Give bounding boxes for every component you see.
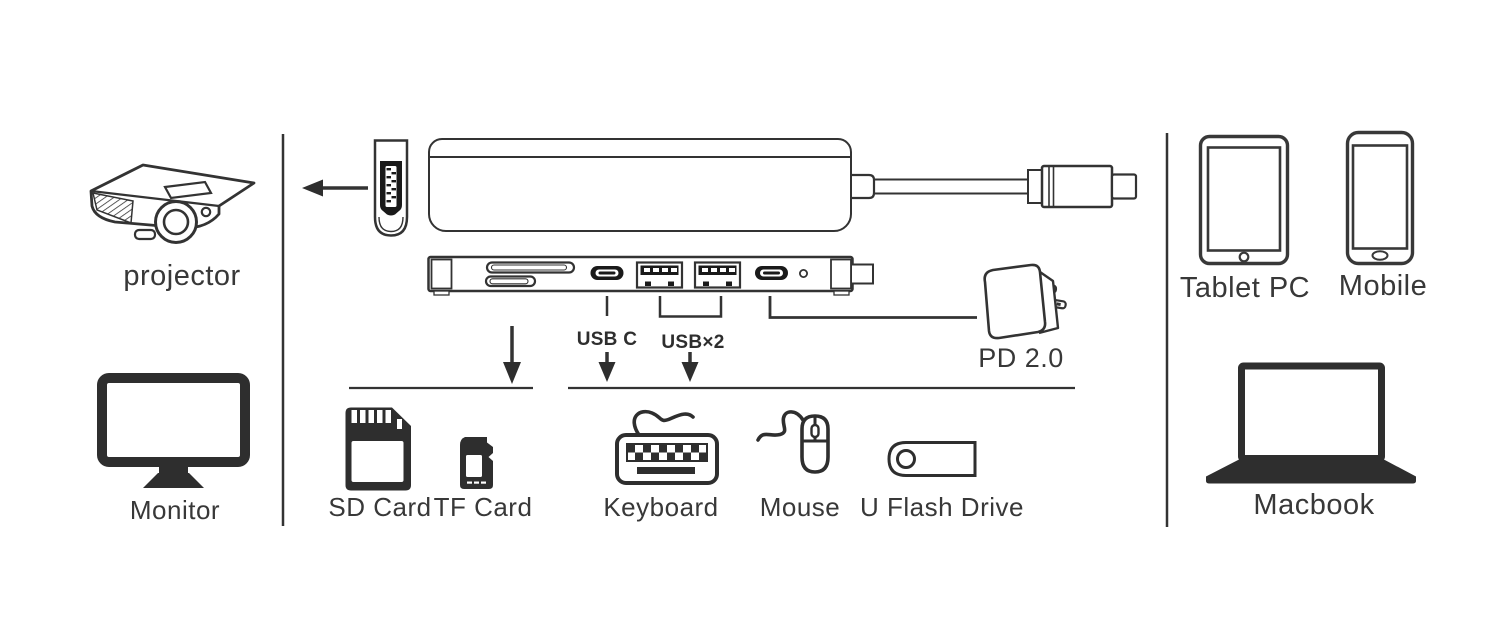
sd-card-icon bbox=[345, 407, 411, 491]
tf-card-label: TF Card bbox=[433, 492, 533, 522]
flash-drive-label: U Flash Drive bbox=[860, 492, 1024, 522]
down-arrow-icon bbox=[598, 362, 616, 382]
left-arrow-icon bbox=[302, 179, 323, 197]
hub-top-seam bbox=[430, 156, 850, 158]
mouse-label: Mouse bbox=[759, 492, 841, 522]
tf-slot bbox=[484, 275, 537, 288]
pd-label: PD 2.0 bbox=[978, 343, 1064, 373]
keyboard-icon bbox=[615, 409, 719, 485]
monitor-icon bbox=[97, 373, 250, 488]
mobile-icon bbox=[1345, 130, 1415, 266]
mouse-icon bbox=[756, 410, 830, 474]
projector-label: projector bbox=[123, 260, 241, 292]
hub-top-view bbox=[428, 138, 852, 232]
keyboard-label: Keyboard bbox=[603, 492, 719, 522]
sd-card-label: SD Card bbox=[328, 492, 432, 522]
down-arrow-icon bbox=[681, 362, 699, 382]
usb-c-port bbox=[755, 266, 788, 280]
usb-a-port bbox=[693, 261, 742, 289]
down-arrow-icon bbox=[503, 362, 521, 384]
led-indicator bbox=[799, 268, 809, 278]
tablet-icon bbox=[1198, 134, 1290, 266]
macbook-label: Macbook bbox=[1253, 489, 1375, 521]
hub-side-view bbox=[427, 255, 874, 296]
tf-card-icon bbox=[460, 437, 493, 489]
usb-x2-label: USB×2 bbox=[661, 332, 725, 353]
macbook-icon bbox=[1206, 362, 1416, 484]
flash-drive-icon bbox=[887, 441, 977, 477]
projector-icon bbox=[89, 163, 256, 244]
usb-c-port bbox=[590, 266, 624, 280]
usb-a-port bbox=[635, 261, 684, 289]
usb-c-cable-icon bbox=[852, 164, 1138, 209]
hdmi-connector-icon bbox=[373, 139, 409, 237]
usb-c-label: USB C bbox=[576, 329, 638, 350]
power-adapter-icon bbox=[983, 263, 1067, 340]
sd-slot bbox=[485, 261, 576, 274]
monitor-label: Monitor bbox=[129, 495, 221, 525]
mobile-label: Mobile bbox=[1338, 270, 1428, 302]
tablet-label: Tablet PC bbox=[1179, 272, 1311, 304]
